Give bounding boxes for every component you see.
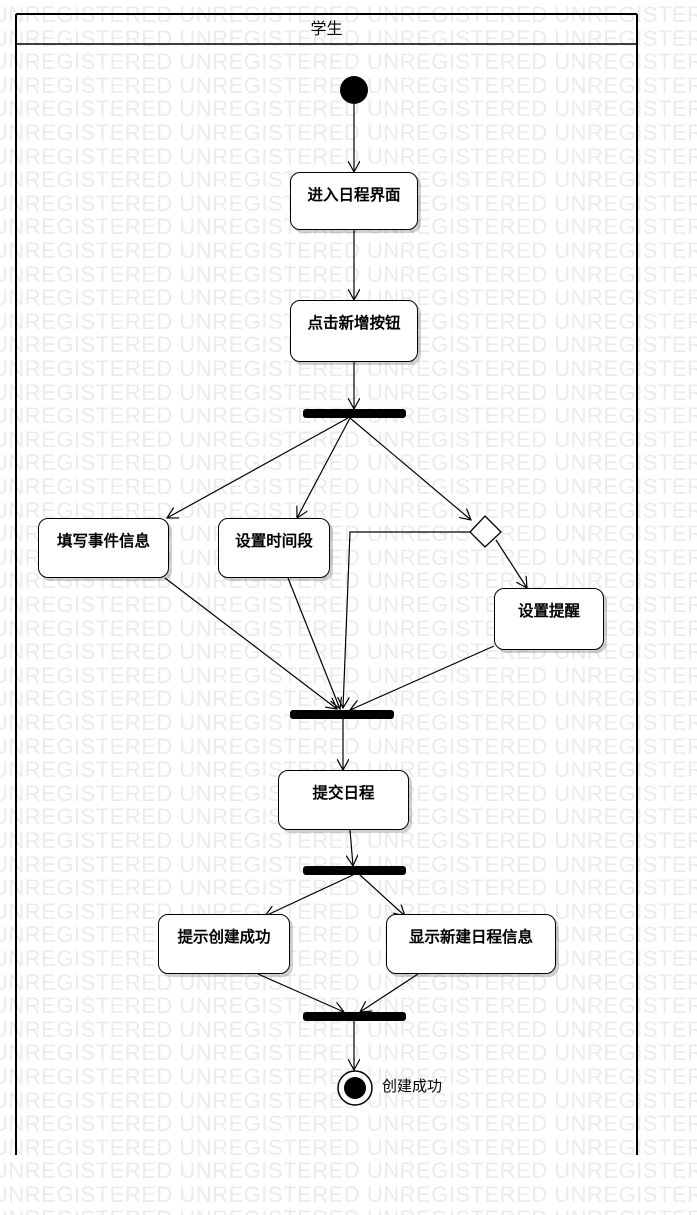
flow-prompt-to-join (257, 973, 344, 1012)
activity-prompt-success: 提示创建成功 (158, 914, 290, 974)
flow-decision-to-reminder (495, 539, 527, 588)
activity-set-time: 设置时间段 (218, 518, 330, 578)
flow-fork-to-prompt (265, 874, 354, 916)
fork-bar-2 (303, 866, 406, 875)
flow-submit-to-fork (350, 829, 353, 866)
flow-fill-to-join (164, 577, 337, 709)
flow-time-to-join (287, 577, 340, 709)
control-flows (164, 104, 527, 1070)
flow-fork-to-time (297, 417, 351, 518)
activity-show-new-schedule: 显示新建日程信息 (386, 914, 556, 974)
activity-enter-schedule: 进入日程界面 (290, 172, 418, 230)
flow-reminder-to-join (350, 645, 495, 710)
flow-fork-to-show (359, 874, 405, 916)
fork-bar-1 (303, 409, 406, 418)
join-bar-2 (303, 1012, 406, 1021)
activity-submit-schedule: 提交日程 (278, 770, 409, 830)
swimlane-title: 学生 (310, 19, 343, 38)
swimlane-frame (15, 13, 638, 1155)
flow-decision-to-join (343, 531, 470, 708)
join-bar-1 (290, 710, 394, 719)
activity-fill-event: 填写事件信息 (38, 518, 169, 578)
final-node-label: 创建成功 (382, 1077, 443, 1095)
flow-fork-to-fill (167, 417, 349, 518)
initial-node (340, 76, 368, 104)
activity-click-add: 点击新增按钮 (290, 300, 418, 362)
final-node (337, 1070, 373, 1106)
flow-show-to-join (360, 973, 419, 1012)
flow-fork-to-decision (349, 417, 471, 520)
decision-node (469, 515, 502, 548)
activity-set-reminder: 设置提醒 (494, 588, 604, 650)
